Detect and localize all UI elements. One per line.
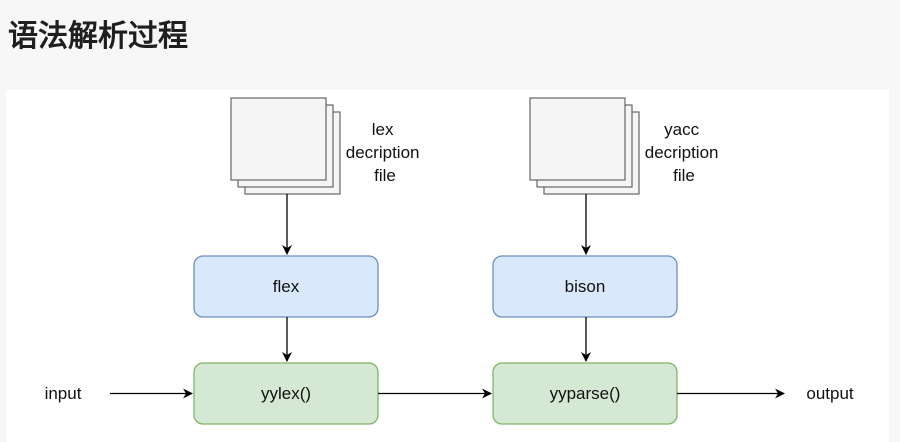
document-sheet-front [529, 97, 626, 181]
yylex-node: yylex() [193, 362, 379, 425]
doc-caption-line: file [673, 166, 695, 185]
flow-diagram: lex decription file yacc decription file… [45, 97, 854, 425]
yylex-node-label: yylex() [261, 384, 311, 403]
doc-caption-line: file [374, 166, 396, 185]
doc-caption-line: decription [346, 143, 420, 162]
bison-node-label: bison [565, 277, 606, 296]
yyparse-node-label: yyparse() [550, 384, 621, 403]
doc-caption-line: lex [372, 120, 394, 139]
doc-caption-line: yacc [664, 120, 699, 139]
diagram-canvas: lex decription file yacc decription file… [6, 90, 889, 442]
output-label: output [806, 384, 854, 403]
input-label: input [45, 384, 82, 403]
yacc-description-label: yacc decription file [645, 120, 723, 185]
flex-node-label: flex [273, 277, 300, 296]
bison-node: bison [492, 255, 678, 318]
yyparse-node: yyparse() [492, 362, 678, 425]
page-title: 语法解析过程 [8, 19, 188, 54]
lex-description-label: lex decription file [346, 120, 424, 185]
doc-caption-line: decription [645, 143, 719, 162]
flex-node: flex [193, 255, 379, 318]
yacc-description-document [529, 97, 640, 195]
lex-description-document [230, 97, 341, 195]
document-sheet-front [230, 97, 327, 181]
